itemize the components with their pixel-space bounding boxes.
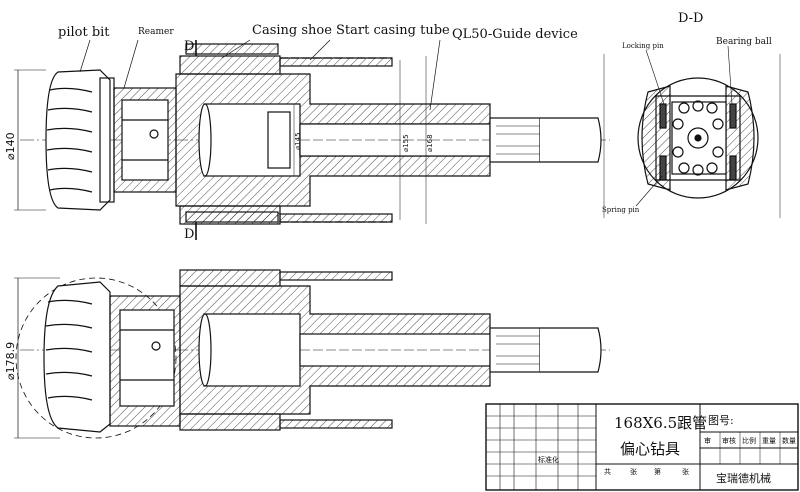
label-start-casing-tube: Start casing tube (336, 23, 450, 38)
title-block (485, 403, 799, 491)
dim-d140: ⌀140 (4, 132, 17, 160)
dim-d168: ⌀168 (426, 134, 434, 152)
label-guide-device: QL50-Guide device (452, 27, 578, 42)
label-reamer: Reamer (138, 27, 174, 37)
section-title: D-D (678, 11, 703, 26)
section-marker-top: D (184, 39, 194, 54)
section-d-d (603, 45, 781, 218)
tb-cell-5: 张 (682, 467, 689, 476)
tb-cell-4: 第 (654, 467, 661, 476)
tb-header-1: 审 (704, 436, 711, 445)
label-locking-pin: Locking pin (622, 42, 664, 50)
bottom-view (14, 269, 610, 439)
tb-cell-1: 标准化 (538, 455, 559, 464)
label-spring-pin: Spring pin (602, 206, 640, 214)
label-bearing-ball: Bearing ball (716, 37, 772, 47)
dim-d155: ⌀155 (402, 134, 410, 152)
tb-header-4: 重量 (762, 437, 776, 445)
tb-header-2: 审核 (722, 436, 736, 445)
tb-header-3: 比例 (742, 436, 756, 445)
dim-d145: ⌀145 (294, 132, 302, 150)
reamer (113, 87, 177, 193)
title-line2: 偏心钻具 (620, 440, 680, 458)
title-line1: 168X6.5跟管 (614, 414, 707, 432)
start-casing-tube (279, 57, 393, 223)
top-view (14, 39, 610, 240)
spline-shank (489, 117, 602, 163)
pilot-bit (45, 69, 115, 211)
dim-d178: ⌀178.9 (4, 342, 17, 380)
guide-device (175, 73, 491, 207)
company-name: 宝瑞德机械 (716, 471, 771, 485)
label-casing-shoe: Casing shoe (252, 23, 332, 38)
section-marker-bottom: D (184, 227, 194, 242)
tb-cell-2: 共 (604, 467, 611, 476)
drawing-number-label: 图号: (708, 414, 734, 427)
tb-cell-3: 张 (630, 467, 637, 476)
tb-header-5: 数量 (782, 436, 796, 445)
label-pilot-bit: pilot bit (58, 25, 110, 40)
